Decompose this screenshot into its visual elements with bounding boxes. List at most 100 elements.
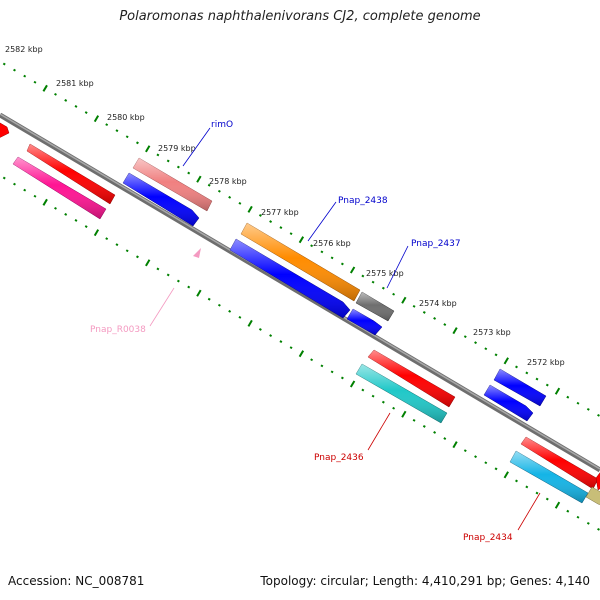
major-tick <box>298 350 305 358</box>
minor-tick <box>535 377 539 381</box>
minor-tick <box>535 491 539 495</box>
major-tick <box>93 115 100 123</box>
minor-tick <box>156 267 160 271</box>
genome-backbone <box>0 112 600 473</box>
major-tick <box>42 198 48 206</box>
minor-tick <box>443 323 447 326</box>
feature-blue-upper-4[interactable] <box>493 368 547 407</box>
minor-tick <box>381 400 385 404</box>
feature-pnap-2434[interactable] <box>509 450 589 504</box>
major-tick <box>452 327 458 335</box>
minor-tick <box>33 80 37 84</box>
major-tick <box>145 259 151 267</box>
feature-pnap-2437[interactable] <box>355 291 395 322</box>
feature-pink-upper[interactable] <box>12 156 107 220</box>
major-tick <box>247 205 253 213</box>
minor-tick <box>361 274 365 278</box>
tick-label: 2577 kbp <box>261 208 299 217</box>
minor-tick <box>474 455 478 459</box>
leader-line-rimO <box>182 127 211 167</box>
minor-tick <box>586 407 590 411</box>
minor-tick <box>269 334 273 337</box>
minor-tick <box>23 74 27 78</box>
minor-tick <box>13 182 16 186</box>
feature-blue-upper-3[interactable] <box>346 308 383 336</box>
tick-label: 2575 kbp <box>366 269 404 278</box>
minor-tick <box>84 225 88 228</box>
gene-label-rimO[interactable]: rimO <box>211 120 233 130</box>
minor-tick <box>64 98 68 102</box>
minor-tick <box>597 527 600 531</box>
feature-red-lower-1[interactable] <box>367 349 456 408</box>
genome-info-text: Topology: circular; Length: 4,410,291 bp… <box>260 574 590 588</box>
minor-tick <box>217 189 221 193</box>
minor-tick <box>566 509 570 513</box>
minor-tick <box>13 68 16 72</box>
major-tick <box>503 471 509 479</box>
feature-blue-upper-5[interactable] <box>483 384 534 422</box>
major-tick <box>196 289 202 297</box>
gene-label-pnap-r0038[interactable]: Pnap_R0038 <box>90 325 146 335</box>
feature-blue-upper-1[interactable] <box>122 172 200 227</box>
feature-pnap-r0038[interactable] <box>193 248 201 258</box>
tick-label: 2582 kbp <box>5 45 43 54</box>
leader-line-pnap-r0038 <box>149 287 175 327</box>
minor-tick <box>340 376 344 380</box>
tick-label: 2578 kbp <box>209 177 247 186</box>
minor-tick <box>176 165 180 169</box>
minor-tick <box>166 273 170 277</box>
minor-tick <box>361 388 365 392</box>
minor-tick <box>515 479 518 483</box>
minor-tick <box>412 418 416 422</box>
tick-label: 2576 kbp <box>313 239 351 248</box>
gene-label-pnap-2438[interactable]: Pnap_2438 <box>338 196 388 206</box>
minor-tick <box>105 237 109 241</box>
minor-tick <box>125 135 129 139</box>
minor-tick <box>474 341 478 345</box>
minor-tick <box>187 285 191 289</box>
feature-rimO[interactable] <box>132 157 213 212</box>
major-tick <box>42 84 48 92</box>
minor-tick <box>381 286 385 290</box>
tick-label: 2580 kbp <box>107 113 145 122</box>
minor-tick <box>135 255 139 259</box>
minor-tick <box>525 371 529 375</box>
minor-tick <box>228 195 232 199</box>
minor-tick <box>156 153 160 157</box>
leader-line-pnap-2438 <box>307 201 337 242</box>
minor-tick <box>310 244 314 248</box>
feature-red-left[interactable] <box>0 120 10 139</box>
minor-tick <box>105 123 109 127</box>
minor-tick <box>166 159 170 163</box>
major-tick <box>298 236 305 244</box>
tick-label: 2574 kbp <box>419 299 457 308</box>
gene-label-pnap-2437[interactable]: Pnap_2437 <box>411 239 461 249</box>
minor-tick <box>238 315 242 319</box>
minor-tick <box>515 365 518 369</box>
tick-label: 2581 kbp <box>56 79 94 88</box>
minor-tick <box>392 292 396 296</box>
minor-tick <box>74 105 78 108</box>
feature-red-upper-1[interactable] <box>26 143 116 205</box>
feature-red-right-edge[interactable] <box>595 470 600 491</box>
minor-tick <box>330 256 334 260</box>
minor-tick <box>64 212 68 216</box>
feature-pnap-2436[interactable] <box>355 363 448 424</box>
minor-tick <box>135 141 139 145</box>
minor-tick <box>484 347 488 351</box>
feature-pnap-2438[interactable] <box>240 222 361 302</box>
minor-tick <box>525 485 529 489</box>
minor-tick <box>371 280 375 284</box>
major-tick <box>554 387 561 395</box>
minor-tick <box>494 467 498 471</box>
gene-label-pnap-2436[interactable]: Pnap_2436 <box>314 453 364 463</box>
minor-tick <box>207 297 211 301</box>
leader-line-pnap-2436 <box>367 412 391 451</box>
gene-label-pnap-2434[interactable]: Pnap_2434 <box>463 533 513 543</box>
feature-blue-upper-2[interactable] <box>229 238 351 319</box>
minor-tick <box>433 317 437 320</box>
minor-tick <box>125 249 129 253</box>
minor-tick <box>269 220 273 223</box>
minor-tick <box>422 310 426 314</box>
feature-khaki-right-edge[interactable] <box>585 486 600 506</box>
